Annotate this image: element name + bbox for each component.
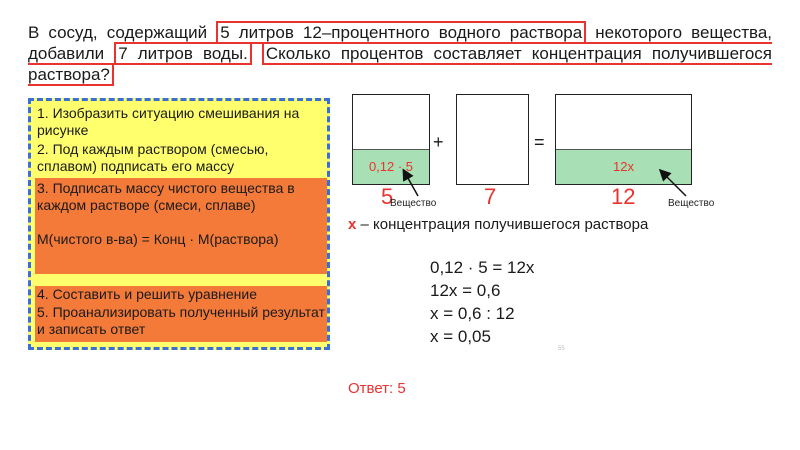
problem-text-1: В сосуд, содержащий bbox=[28, 23, 217, 42]
step-2: 2. Под каждым раствором (смесью, сплавом… bbox=[37, 141, 269, 174]
mass-water: 7 bbox=[484, 184, 497, 209]
highlight-solution-volume: 5 литров 12–процентного водного раствора bbox=[216, 21, 587, 44]
highlight-water-volume: 7 литров воды. bbox=[114, 42, 252, 65]
equation-4: x = 0,05 bbox=[430, 327, 491, 346]
concentration-variable: x bbox=[348, 216, 357, 233]
arrow-substance-1 bbox=[402, 168, 419, 197]
problem-text-2: некоторого вещества, добавили bbox=[28, 23, 773, 63]
step-5: 5. Проанализировать полученный результат… bbox=[35, 304, 327, 342]
step-4: 4. Составить и решить уравнение bbox=[35, 286, 327, 304]
mass-initial: 5 bbox=[381, 184, 394, 209]
plus-sign: + bbox=[433, 132, 444, 152]
step-3: 3. Подписать массу чистого вещества в ка… bbox=[37, 180, 295, 213]
step-3-block: 3. Подписать массу чистого вещества в ка… bbox=[35, 178, 327, 274]
mass-result: 12 bbox=[611, 184, 636, 209]
steps-panel: 1. Изобразить ситуацию смешивания на рис… bbox=[28, 98, 330, 350]
beaker-water bbox=[456, 94, 529, 185]
label-substance-2: Вещество bbox=[668, 198, 715, 209]
concentration-note: x – концентрация получившегося раствора bbox=[348, 216, 648, 233]
equation-2: 12x = 0,6 bbox=[430, 281, 501, 300]
highlight-question: Сколько процентов составляет концентраци… bbox=[28, 42, 773, 86]
slide-number: 55 bbox=[558, 346, 565, 352]
concentration-text: – концентрация получившегося раствора bbox=[356, 216, 649, 233]
step-3-formula: М(чистого в-ва) = Конц · М(раствора) bbox=[37, 231, 279, 247]
problem-statement: В сосуд, содержащий 5 литров 12–процентн… bbox=[28, 21, 773, 86]
beaker-initial-solution: 0,12 · 5 bbox=[352, 94, 430, 185]
equation-1: 0,12 · 5 = 12x bbox=[430, 258, 535, 277]
equals-sign: = bbox=[534, 132, 545, 152]
arrow-substance-2 bbox=[658, 168, 687, 197]
answer: Ответ: 5 bbox=[348, 380, 406, 397]
step-1: 1. Изобразить ситуацию смешивания на рис… bbox=[37, 105, 300, 138]
liquid-initial: 0,12 · 5 bbox=[353, 149, 429, 184]
equation-3: x = 0,6 : 12 bbox=[430, 304, 515, 323]
label-substance-1: Вещество bbox=[390, 198, 437, 209]
